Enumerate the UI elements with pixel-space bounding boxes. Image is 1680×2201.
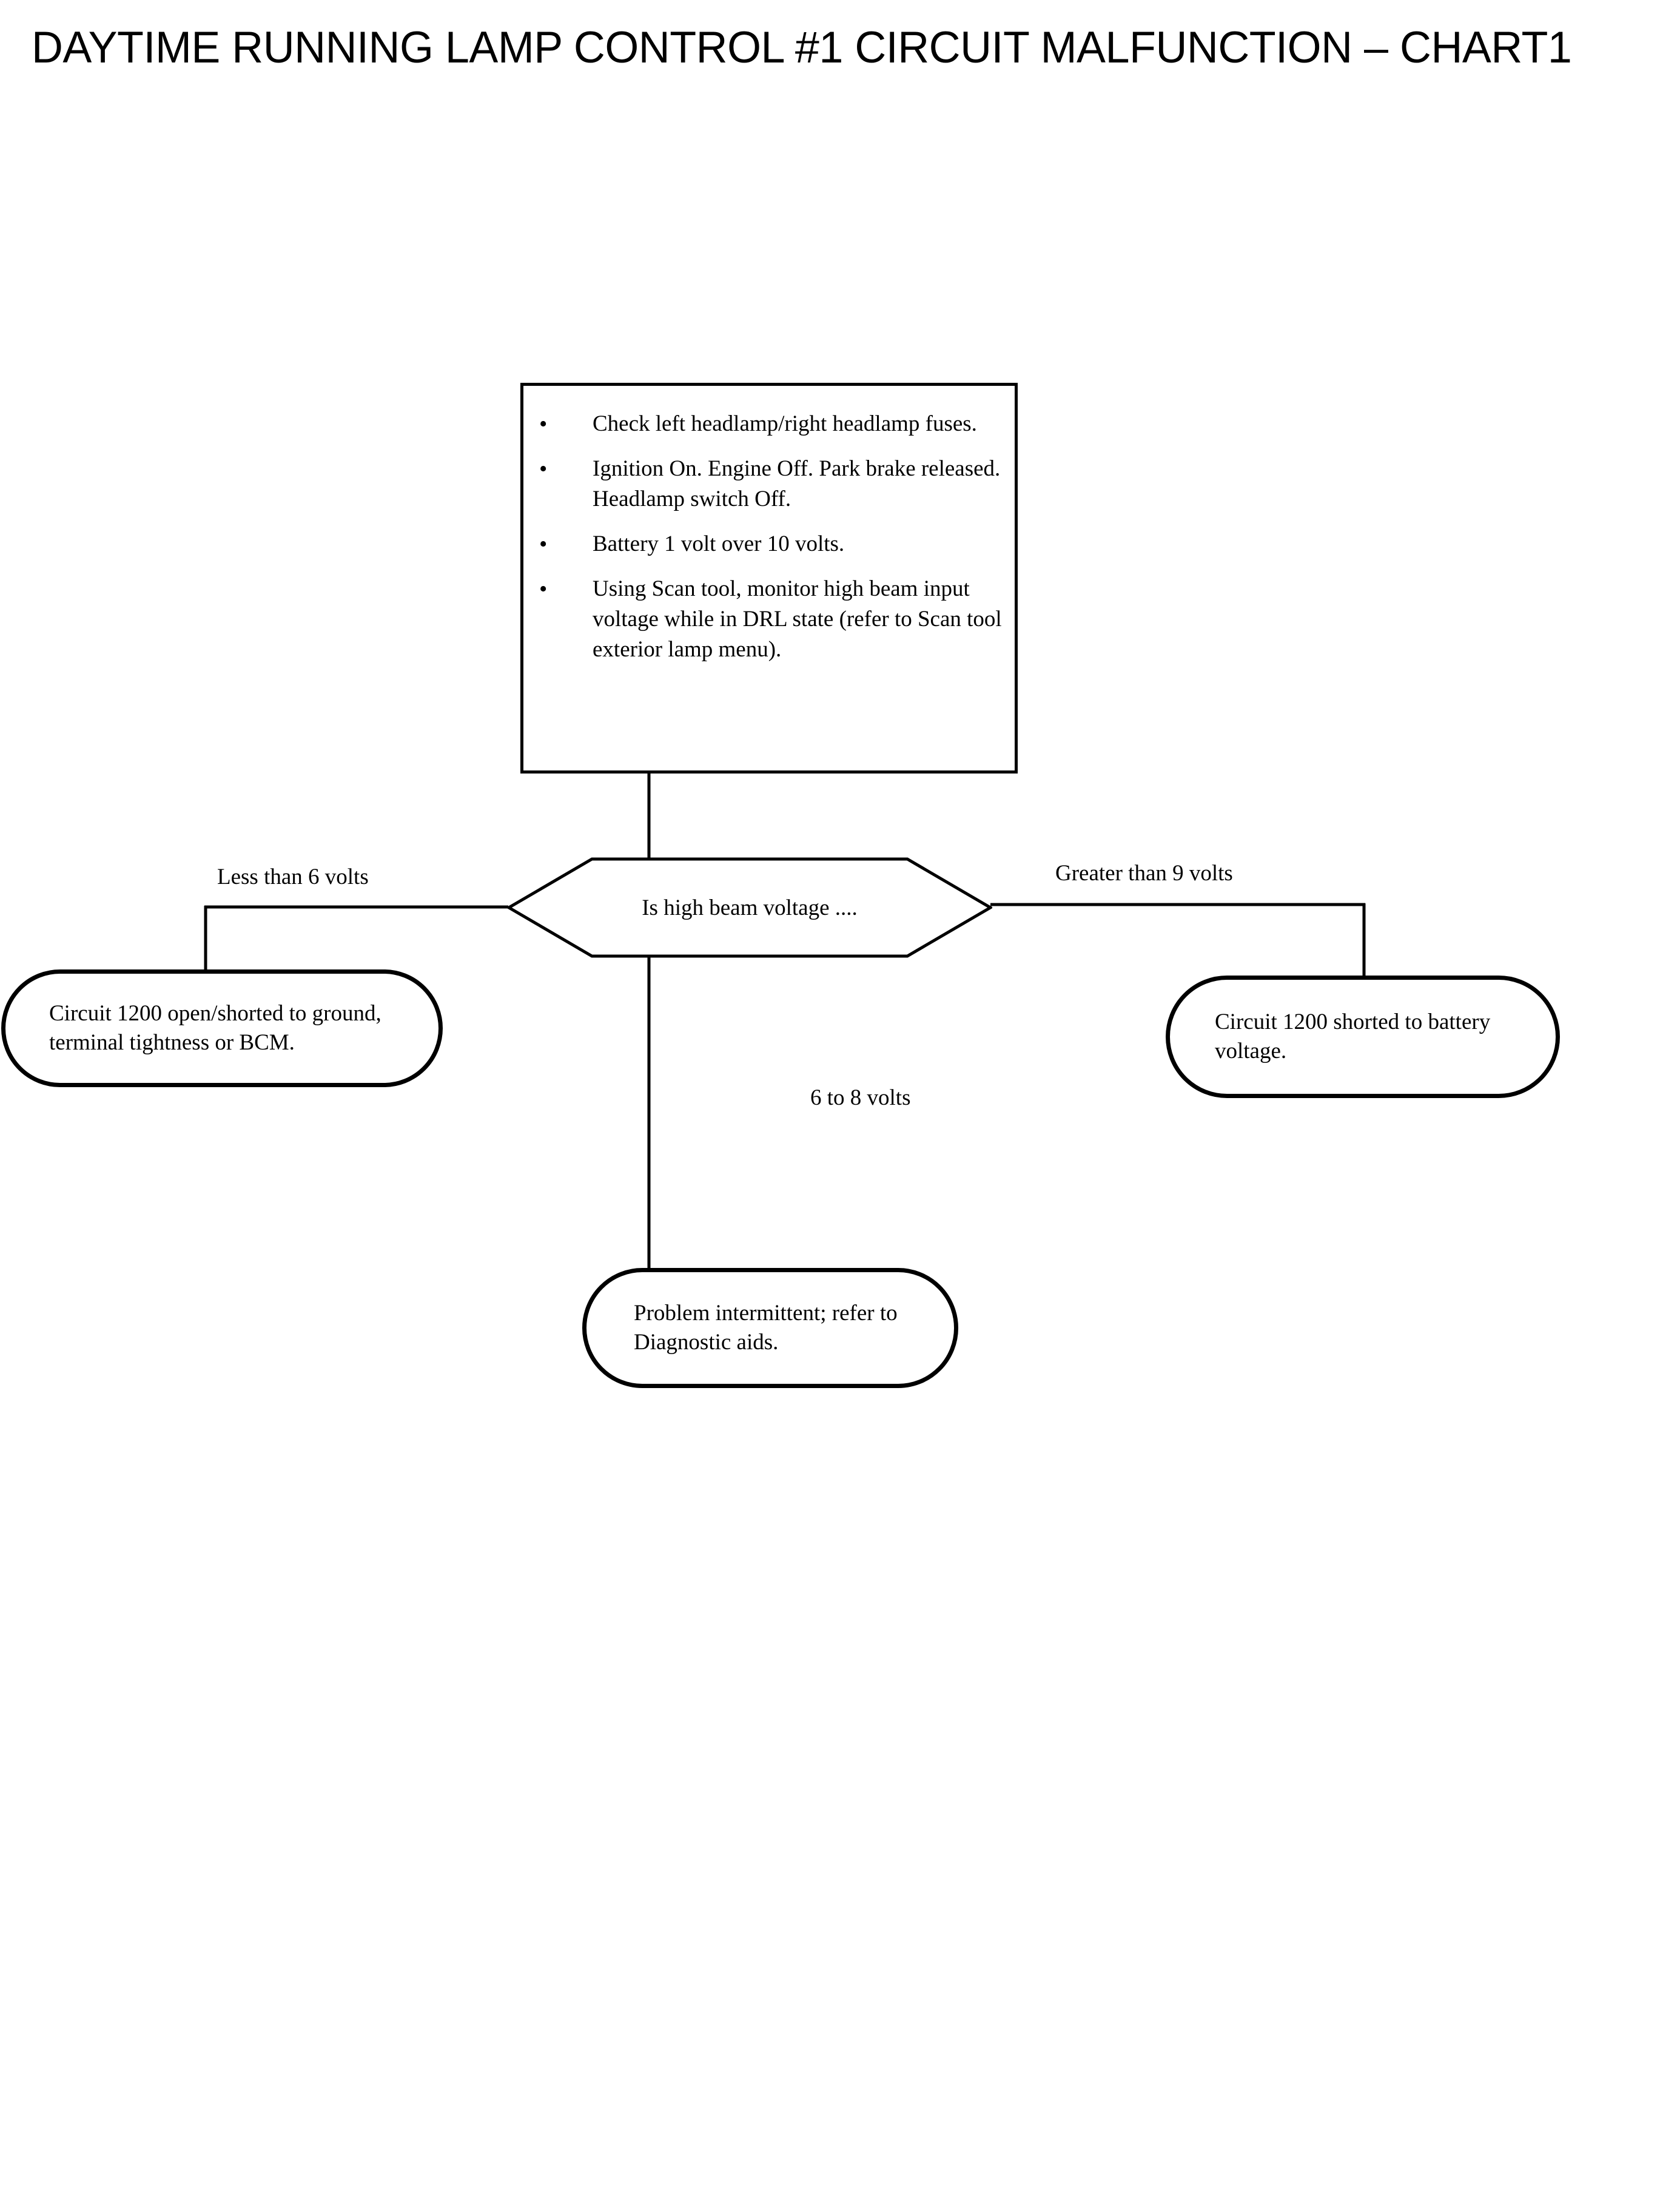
decision-node: Is high beam voltage ....	[507, 857, 992, 958]
outcome-node-high: Circuit 1200 shorted to battery voltage.	[1166, 976, 1560, 1098]
outcome-text: Circuit 1200 shorted to battery voltage.	[1215, 1009, 1491, 1063]
page-title: DAYTIME RUNNING LAMP CONTROL #1 CIRCUIT …	[32, 23, 1572, 72]
bullet-icon: •	[539, 456, 548, 482]
instruction-text: Battery 1 volt over 10 volts.	[593, 531, 845, 556]
outcome-node-mid: Problem intermittent; refer to Diagnosti…	[582, 1268, 958, 1388]
branch-label-high: Greater than 9 volts	[1055, 861, 1233, 886]
instruction-bullet-list: • Check left headlamp/right headlamp fus…	[537, 409, 1006, 665]
instruction-text: Using Scan tool, monitor high beam input…	[593, 576, 1002, 662]
list-item: • Check left headlamp/right headlamp fus…	[537, 409, 1006, 439]
bullet-icon: •	[539, 531, 548, 557]
outcome-text: Problem intermittent; refer to Diagnosti…	[634, 1301, 898, 1355]
decision-label: Is high beam voltage ....	[642, 895, 858, 920]
list-item: • Using Scan tool, monitor high beam inp…	[537, 574, 1006, 665]
outcome-text: Circuit 1200 open/shorted to ground, ter…	[49, 1001, 381, 1055]
branch-label-mid: 6 to 8 volts	[810, 1085, 911, 1110]
instruction-box: • Check left headlamp/right headlamp fus…	[520, 383, 1018, 774]
bullet-icon: •	[539, 411, 548, 437]
instruction-text: Check left headlamp/right headlamp fuses…	[593, 411, 977, 436]
list-item: • Battery 1 volt over 10 volts.	[537, 529, 1006, 559]
bullet-icon: •	[539, 576, 548, 602]
list-item: • Ignition On. Engine Off. Park brake re…	[537, 454, 1006, 514]
branch-label-low: Less than 6 volts	[217, 865, 369, 889]
outcome-node-low: Circuit 1200 open/shorted to ground, ter…	[1, 969, 443, 1087]
hexagon-shape	[507, 857, 992, 958]
instruction-text: Ignition On. Engine Off. Park brake rele…	[593, 456, 1001, 511]
